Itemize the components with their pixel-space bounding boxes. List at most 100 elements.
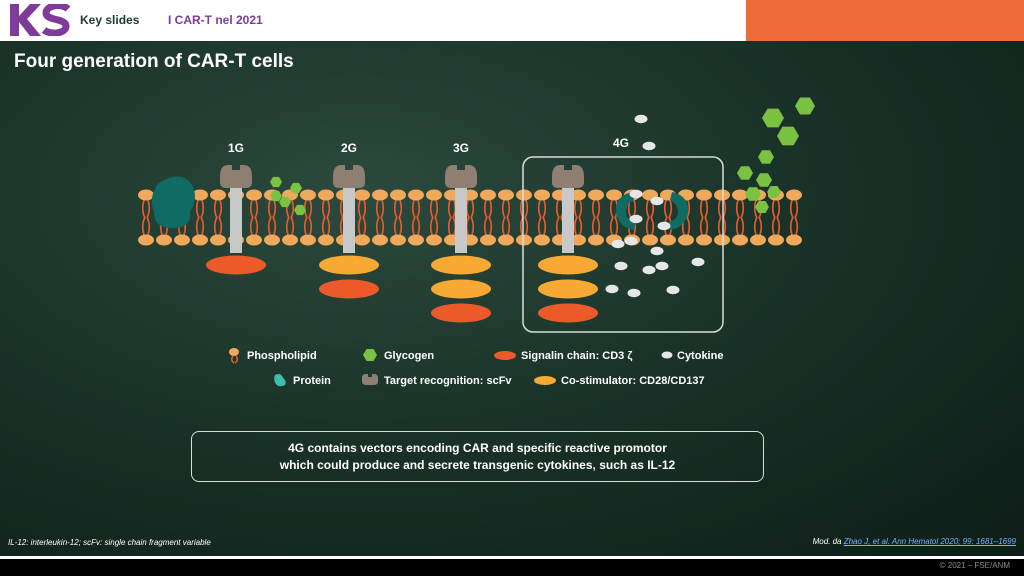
phospholipid-tail [465, 216, 475, 236]
phospholipid-tail [321, 199, 331, 219]
phospholipid-head [588, 189, 604, 201]
cytokine [666, 285, 680, 295]
phospholipid-tail [753, 216, 763, 236]
phospholipid-head [714, 189, 730, 201]
phospholipid-head [516, 234, 532, 246]
copyright: © 2021 – FSE/ANM [939, 561, 1010, 570]
legend-glycogen: Glycogen [384, 350, 435, 362]
phospholipid-head [318, 234, 334, 246]
phospholipid-tail [771, 216, 781, 236]
phospholipid-tail [717, 199, 727, 219]
car-stalk [230, 188, 242, 253]
cytokine [627, 288, 641, 298]
legend-target-recognition: Target recognition: scFv [384, 375, 512, 387]
phospholipid-head [786, 189, 802, 201]
phospholipid-tail [717, 216, 727, 236]
phospholipid-head [660, 234, 676, 246]
car-stalk [455, 188, 467, 253]
phospholipid-head [246, 234, 262, 246]
phospholipid-tail [429, 199, 439, 219]
phospholipid-head [696, 189, 712, 201]
phospholipid-head [534, 189, 550, 201]
phospholipid-tail [195, 199, 205, 219]
callout-box: 4G contains vectors encoding CAR and spe… [191, 431, 764, 482]
glycogen-icon [363, 349, 377, 361]
topic-label: I CAR-T nel 2021 [168, 13, 263, 27]
glycogen-hexagon [767, 186, 781, 198]
phospholipid-tail [447, 216, 457, 236]
glycogen-hexagon [270, 190, 282, 202]
cytokine-icon [661, 351, 673, 359]
phospholipid-tail [789, 216, 799, 236]
glycogen-hexagon [762, 108, 784, 128]
phospholipid-tail [771, 199, 781, 219]
phospholipid-head [480, 189, 496, 201]
phospholipid-head [138, 189, 154, 201]
cytokine [642, 265, 656, 275]
phospholipid-head [714, 234, 730, 246]
phospholipid-head [372, 234, 388, 246]
phospholipid-tail [321, 216, 331, 236]
phospholipid-tail [591, 199, 601, 219]
phospholipid-icon [229, 348, 239, 364]
source-link[interactable]: Zhao J, et al. Ann Hematol 2020; 99: 168… [843, 537, 1016, 546]
phospholipid-tail [303, 199, 313, 219]
legend-protein: Protein [293, 375, 331, 387]
slide-title: Four generation of CAR-T cells [14, 51, 294, 72]
glycogen-hexagon [777, 126, 799, 146]
phospholipid-tail [141, 199, 151, 219]
phospholipid-head [390, 234, 406, 246]
cytokine [611, 239, 625, 249]
phospholipid-tail [501, 199, 511, 219]
phospholipid-tail [519, 216, 529, 236]
cytokine [629, 189, 643, 199]
cytokine [642, 141, 656, 151]
phospholipid-head [534, 234, 550, 246]
phospholipid-head [138, 234, 154, 246]
scfv-head [220, 165, 252, 188]
phospholipid-head [768, 234, 784, 246]
phospholipid-head [642, 234, 658, 246]
phospholipid-tail [411, 199, 421, 219]
phospholipid-tail [591, 216, 601, 236]
phospholipid-head [300, 234, 316, 246]
signaling-domain [538, 303, 598, 323]
protein-icon [274, 374, 286, 387]
phospholipid-head [408, 234, 424, 246]
co-stimulator-domain [431, 279, 491, 299]
phospholipid-tail [663, 199, 673, 219]
co-stimulator-domain [538, 255, 598, 275]
phospholipid-tail [573, 216, 583, 236]
phospholipid-tail [249, 199, 259, 219]
signaling-domain [206, 255, 266, 275]
car-stalk [343, 188, 355, 253]
phospholipid-head [354, 189, 370, 201]
footnote: IL-12: interleukin-12; scFv: single chai… [8, 538, 211, 547]
phospholipid-tail [735, 216, 745, 236]
car-stalk [562, 188, 574, 253]
source-citation: Mod. da Zhao J, et al. Ann Hematol 2020;… [813, 537, 1016, 546]
phospholipid-head [192, 189, 208, 201]
glycogen-hexagon [294, 204, 306, 216]
phospholipid-tail [573, 199, 583, 219]
phospholipid-tail [699, 199, 709, 219]
fourth-gen-box [522, 156, 724, 333]
phospholipid-tail [195, 216, 205, 236]
protein-shape [151, 176, 195, 229]
phospholipid-tail [375, 216, 385, 236]
phospholipid-tail [447, 199, 457, 219]
phospholipid-tail [267, 199, 277, 219]
phospholipid-head [732, 189, 748, 201]
bottom-bar: © 2021 – FSE/ANM [0, 556, 1024, 576]
phospholipid-head [498, 234, 514, 246]
scfv-head [333, 165, 365, 188]
phospholipid-head [372, 189, 388, 201]
generation-label: 2G [341, 141, 357, 155]
legend-cytokine: Cytokine [677, 350, 724, 362]
phospholipid-head [588, 234, 604, 246]
phospholipid-head [732, 234, 748, 246]
phospholipid-tail [429, 216, 439, 236]
glycogen-hexagon [795, 97, 815, 115]
phospholipid-head [174, 234, 190, 246]
